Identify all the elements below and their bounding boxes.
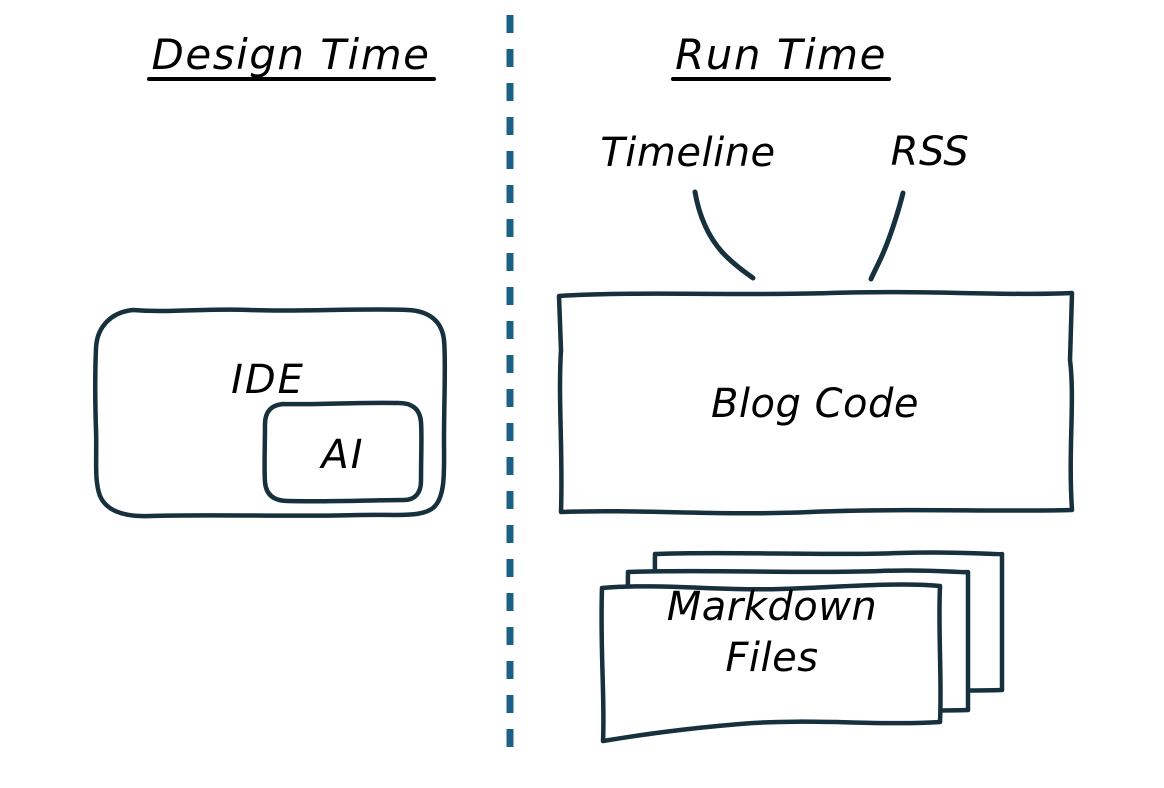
rss-connector-label: RSS <box>890 129 970 175</box>
markdown-files-label: Markdown Files <box>667 582 878 684</box>
run-time-heading: Run Time <box>675 30 887 79</box>
timeline-connector-label: Timeline <box>600 130 776 176</box>
blog-code-box-outline[interactable] <box>556 289 1075 516</box>
design-time-heading: Design Time <box>151 30 431 79</box>
markdown-files-label-line2: Files <box>725 635 819 681</box>
ai-box-outline[interactable] <box>262 400 424 504</box>
ide-box-label: IDE <box>231 357 305 403</box>
blog-code-box-label: Blog Code <box>710 381 920 427</box>
rss-connector-line <box>868 190 906 282</box>
timeline-connector-line <box>692 189 756 281</box>
ai-box-label: AI <box>321 432 365 478</box>
markdown-files-label-line1: Markdown <box>666 583 878 630</box>
markdown-sheet-front[interactable] <box>599 582 943 744</box>
